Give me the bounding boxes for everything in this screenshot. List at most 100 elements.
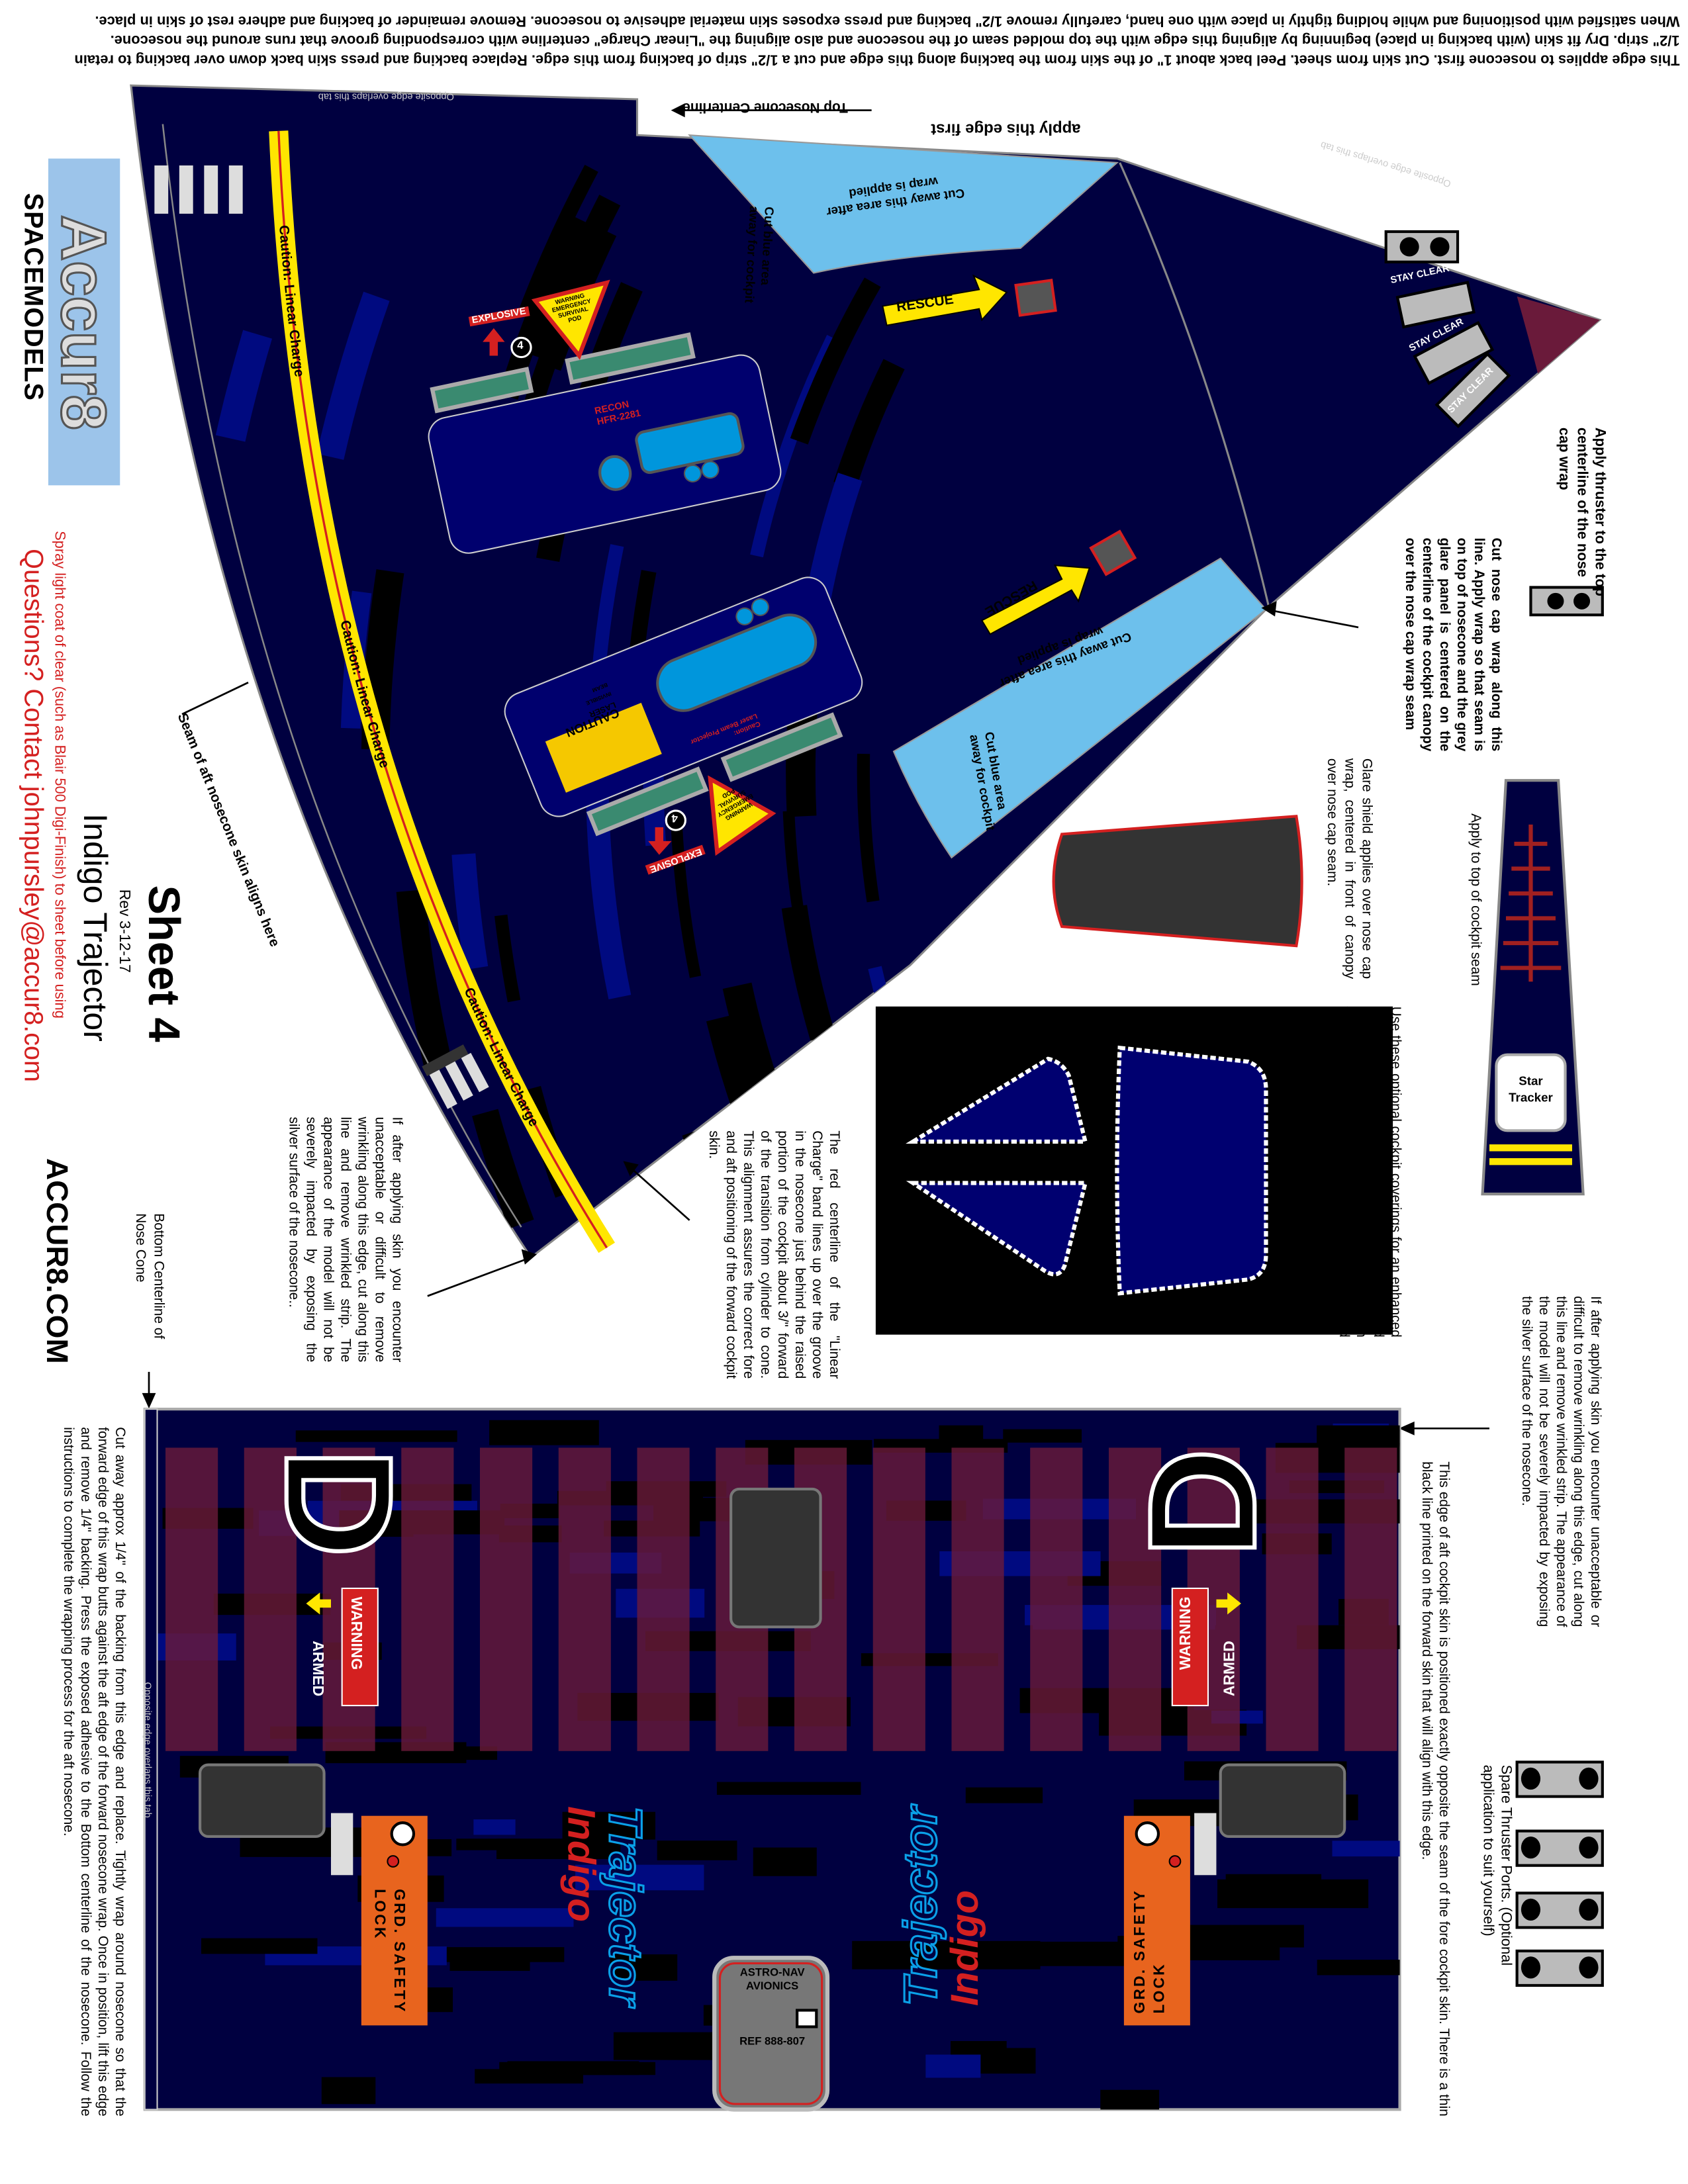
label-line: Tracker — [1509, 1090, 1553, 1105]
red-centerline-note: The red centerline of the "Linear Charge… — [705, 1130, 841, 1379]
hull-panel-stripe — [130, 660, 146, 895]
hull-panel-stripe — [790, 277, 881, 445]
instruction-line: When satisfied with positioning and whil… — [95, 12, 1680, 29]
number-badge-icon — [510, 336, 532, 359]
warning-triangle-icon — [531, 279, 610, 360]
top-instructions: This edge applies to nosecone first. Cut… — [11, 8, 1680, 69]
label-line: Star — [1519, 1073, 1543, 1088]
hull-panel-stripe — [418, 1947, 565, 1962]
hull-panel-stripe — [575, 1864, 704, 1891]
rescue-hatch — [1089, 529, 1137, 576]
label-line: AVIONICS — [745, 1979, 799, 1993]
model-logo: Trajector Indigo — [894, 1805, 987, 2007]
hull-panel-stripe — [530, 195, 621, 363]
nose-cap-seam-line — [1119, 162, 1270, 608]
explosive-arrow-icon — [483, 328, 505, 356]
contact-link[interactable]: Questions? Contact johnpursley@accur8.co… — [18, 549, 47, 1082]
sheet-number: Sheet 4 — [139, 885, 189, 1042]
website[interactable]: ACCUR8.COM — [40, 1158, 75, 1364]
hull-panel-stripe — [215, 330, 273, 442]
cut-area-2 — [892, 557, 1267, 859]
vent-grille-top — [154, 165, 243, 214]
armed-label: ARMED — [1221, 1641, 1239, 1697]
maroon-band — [1344, 1447, 1397, 1751]
apply-cockpit-seam-note: Apply to top of cockpit seam — [1467, 813, 1483, 986]
maroon-band — [401, 1447, 454, 1751]
safety-lock-panel — [1123, 1815, 1190, 2026]
warning-armed-label — [341, 1587, 379, 1707]
hull-panel-stripe — [1317, 1960, 1400, 1976]
rescue-arrow-icon — [980, 564, 1091, 635]
maroon-band — [244, 1447, 297, 1751]
hull-panel-stripe — [316, 291, 390, 460]
hull-panel-stripe — [1317, 1425, 1400, 1447]
armed-label: ARMED — [308, 1641, 326, 1697]
number-badge: 4 — [671, 812, 678, 825]
spray-note: Spray light coat of clear (such as Blair… — [51, 531, 68, 1019]
armed-arrow-icon — [306, 1592, 331, 1615]
label-line: GRD. SAFETY — [1132, 1889, 1149, 2014]
hull-panel-stripe — [847, 388, 894, 480]
logo-text: Accur8 — [47, 213, 120, 430]
label-line: GRD. SAFETY — [390, 1889, 407, 2014]
label-line: LOCK — [371, 1889, 388, 1940]
maroon-band — [558, 1447, 611, 1751]
model-logo: Trajector Indigo — [559, 1805, 652, 2007]
logo-line: Indigo — [943, 1890, 986, 2006]
glare-shield — [1052, 815, 1303, 948]
warning-armed-label — [1171, 1587, 1209, 1707]
vent-grille-bottom — [422, 1044, 489, 1109]
access-panel — [729, 1487, 822, 1629]
hull-panel-stripe — [473, 1819, 516, 1835]
hull-panel-stripe — [716, 1782, 861, 1795]
cut-away-bottom-note: Cut away approx 1/4" of the backing from… — [60, 1427, 127, 2116]
cockpit-coverings-note: Use these optional cockpit coverings for… — [1318, 1006, 1403, 1338]
maroon-band — [479, 1447, 533, 1751]
explosive-arrow-icon — [648, 827, 672, 855]
nose-cap-tip — [1517, 296, 1600, 400]
label-line: ASTRO-NAV — [739, 1966, 805, 1979]
laser-panel — [504, 576, 863, 837]
hull-panel-stripe — [610, 1954, 678, 1981]
hull-panel-stripe — [222, 929, 277, 1150]
maroon-band — [1266, 1447, 1319, 1751]
section-letter-d: D — [252, 1446, 425, 1560]
hull-panel-stripe — [396, 889, 453, 1071]
maroon-band — [1108, 1447, 1162, 1751]
glare-shield-note: Glare shield applies over nose cap wrap,… — [1323, 758, 1374, 979]
stay-clear-thrusters — [1384, 230, 1511, 429]
number-badge-icon — [665, 809, 686, 831]
hull-panel-stripe — [857, 753, 880, 903]
hull-panel-stripe — [1003, 1429, 1082, 1443]
safety-lock-panel — [361, 1815, 428, 2026]
hull-panel-stripe — [475, 2069, 584, 2084]
bottom-centerline-note: Bottom Centerline of Nose Cone — [132, 1213, 165, 1340]
pointer-arrows — [142, 103, 1489, 1435]
cockpit-window-main — [1115, 1045, 1268, 1296]
hull-panel-stripe — [489, 1420, 599, 1445]
hull-panel-stripe — [451, 853, 489, 970]
aft-cockpit-edge-note: This edge of aft cockpit skin is positio… — [1418, 1461, 1451, 2116]
cut-area-1 — [688, 134, 1119, 274]
rescue-arrow-icon — [882, 274, 1008, 326]
hull-panel-stripe — [295, 1430, 457, 1442]
overlap-tab-label: Opposite edge overlaps this tab — [142, 1682, 152, 1818]
access-panel — [198, 1763, 326, 1839]
hull-panel-stripe — [517, 164, 598, 319]
hull-panel-stripe — [494, 914, 521, 1003]
thruster-icon — [1529, 586, 1604, 617]
cockpit-window-lower — [906, 1181, 1088, 1277]
accur8-logo: Accur8 — [47, 158, 121, 486]
recon-panel — [428, 332, 782, 554]
hull-panel-stripe — [965, 1787, 1043, 1803]
rescue-hatch — [1014, 279, 1057, 317]
hull-panel-stripe — [939, 1425, 984, 1440]
top-centerline-label: Top Nosecone Centerline — [682, 99, 848, 114]
astro-nav-panel — [712, 1956, 830, 2112]
warning-label: WARNING — [347, 1596, 364, 1670]
logo-subtitle: SPACEMODELS — [18, 193, 47, 401]
